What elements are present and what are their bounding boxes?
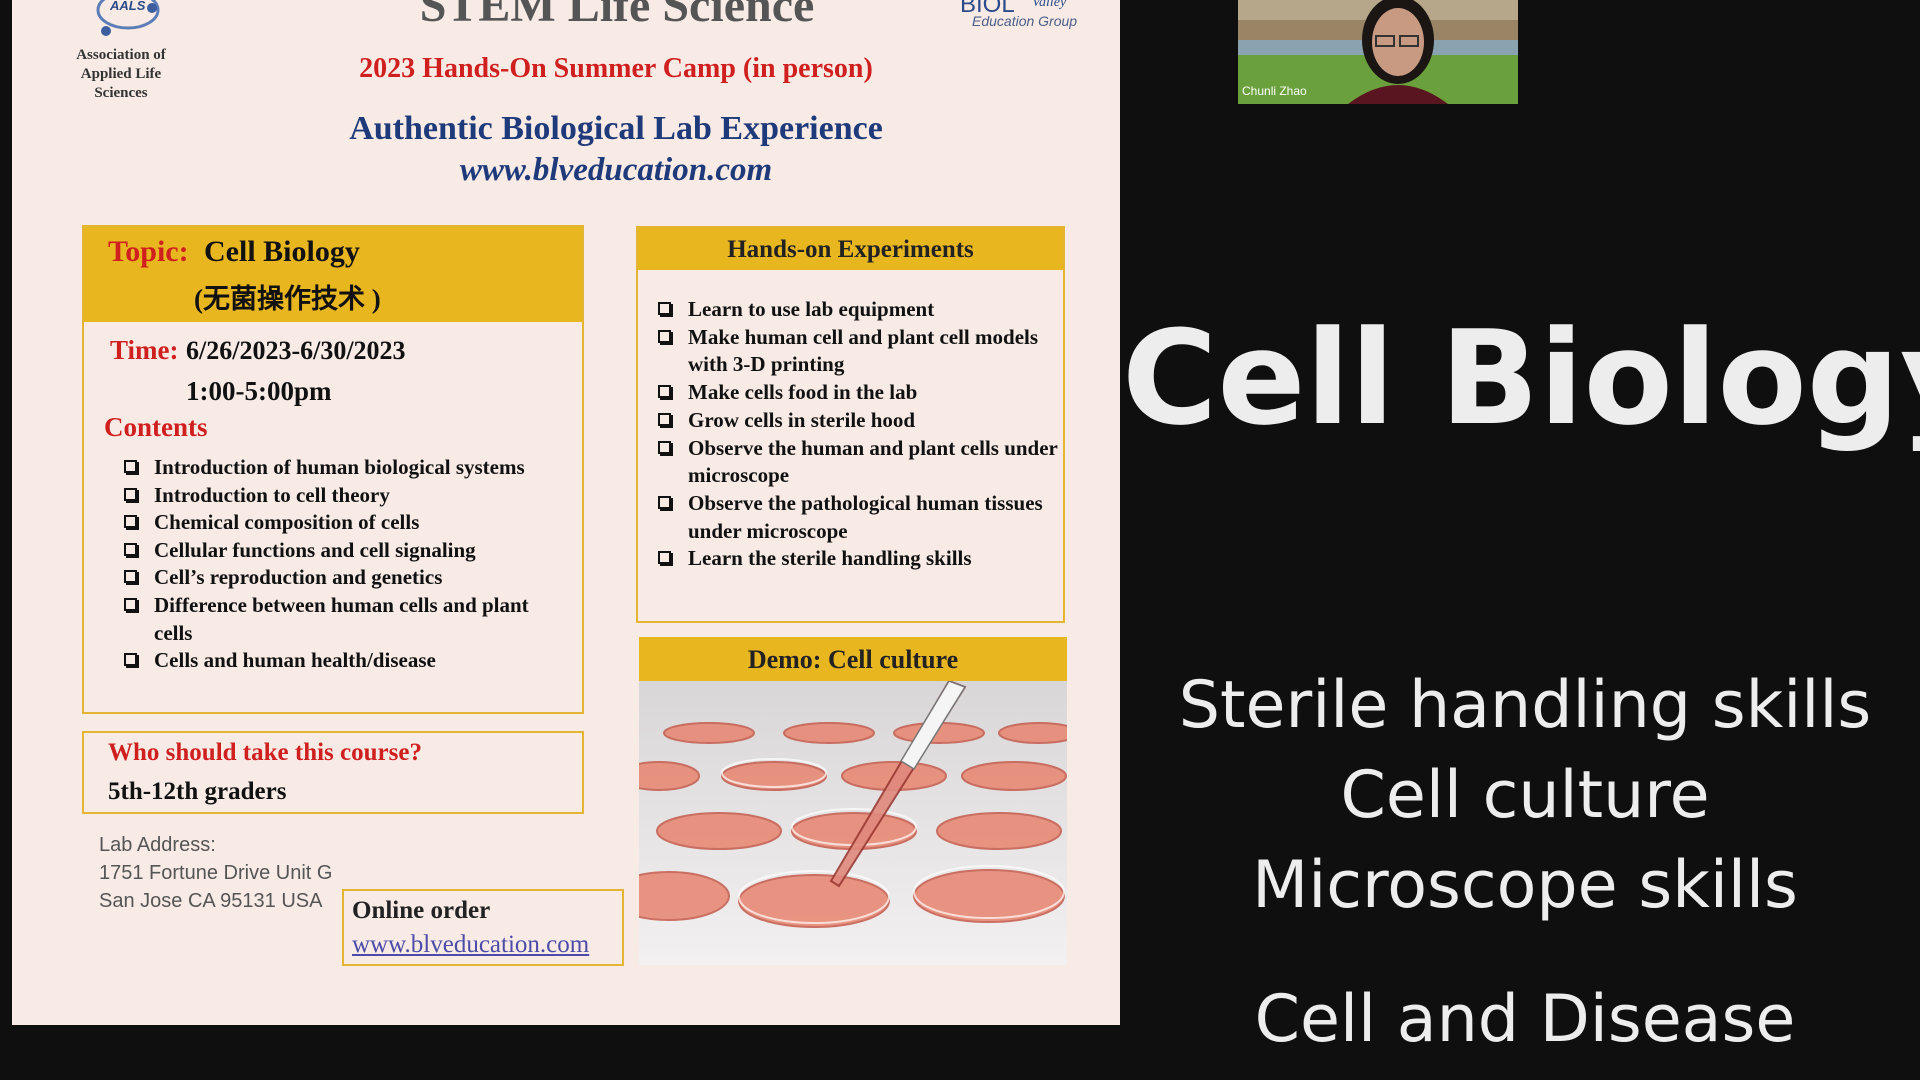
time-hours: 1:00-5:00pm: [186, 376, 332, 406]
list-item: Make cells food in the lab: [658, 379, 1058, 407]
order-label: Online order: [352, 897, 491, 924]
checkbox-bullet-icon: [124, 515, 137, 529]
list-item: Chemical composition of cells: [124, 509, 564, 537]
org-name: Association of Applied Life Sciences: [76, 47, 166, 101]
video-frame: [1238, 0, 1518, 104]
checkbox-bullet-icon: [658, 412, 671, 426]
order-link[interactable]: www.blveducation.com: [352, 931, 590, 958]
checkbox-bullet-icon: [658, 329, 671, 343]
checkbox-bullet-icon: [124, 542, 137, 556]
camp-heading: 2023 Hands-On Summer Camp (in person): [359, 53, 873, 84]
bvl-logo-text: BIOL: [960, 0, 1015, 18]
list-item: Introduction to cell theory: [124, 482, 564, 510]
bvl-logo-text2: Valley: [1032, 0, 1067, 10]
checkbox-bullet-icon: [658, 440, 671, 454]
experiments-list: Learn to use lab equipment Make human ce…: [658, 296, 1058, 573]
demo-title: Demo: Cell culture: [639, 637, 1067, 681]
tagline: Authentic Biological Lab Experience: [349, 110, 883, 147]
topic-box: Topic: Cell Biology (无菌操作技术 ) Time: 6/26…: [82, 225, 584, 714]
cell-culture-photo: [639, 681, 1067, 965]
address-line2: San Jose CA 95131 USA: [99, 890, 323, 912]
list-item: Cell’s reproduction and genetics: [124, 564, 564, 592]
website-heading: www.blveducation.com: [459, 152, 773, 188]
checkbox-bullet-icon: [124, 570, 137, 584]
online-order-box: Online order www.blveducation.com: [342, 889, 624, 966]
checkbox-bullet-icon: [658, 385, 671, 399]
slide-title: Cell Biology: [1122, 302, 1920, 454]
checkbox-bullet-icon: [658, 302, 671, 315]
list-item: Cells and human health/disease: [124, 647, 564, 675]
topic-header: Topic: Cell Biology (无菌操作技术 ): [84, 227, 582, 322]
checkbox-bullet-icon: [124, 653, 137, 667]
camp-flyer: AALS Association of Applied Life Science…: [12, 0, 1120, 1025]
participant-name: Chunli Zhao: [1242, 84, 1307, 98]
topic-value: Cell Biology: [204, 235, 360, 268]
contents-label: Contents: [104, 412, 208, 442]
list-item: Learn the sterile handling skills: [658, 545, 1058, 573]
checkbox-bullet-icon: [658, 551, 671, 565]
audience-question: Who should take this course?: [108, 739, 422, 766]
bvl-subtitle: Education Group: [972, 13, 1078, 29]
participant-video[interactable]: Chunli Zhao: [1238, 0, 1518, 104]
list-item: Cellular functions and cell signaling: [124, 537, 564, 565]
demo-panel: Demo: Cell culture: [639, 637, 1067, 965]
bvl-logo-icon: BIOL Valley: [960, 0, 1067, 18]
aals-logo-icon: AALS: [96, 0, 160, 36]
lab-address: Lab Address: 1751 Fortune Drive Unit G S…: [99, 831, 332, 915]
experiments-title: Hands-on Experiments: [638, 228, 1063, 270]
slide-line: Cell and Disease: [1254, 982, 1796, 1057]
list-item: Make human cell and plant cell models wi…: [658, 324, 1058, 379]
list-item: Learn to use lab equipment: [658, 296, 1058, 324]
topic-label: Topic:: [108, 235, 189, 268]
audience-box: Who should take this course? 5th-12th gr…: [82, 731, 584, 814]
checkbox-bullet-icon: [124, 460, 137, 473]
experiments-box: Hands-on Experiments Learn to use lab eq…: [636, 226, 1065, 623]
list-item: Observe the pathological human tissues u…: [658, 490, 1058, 545]
list-item: Difference between human cells and plant…: [124, 592, 564, 647]
audience-answer: 5th-12th graders: [108, 778, 287, 805]
checkbox-bullet-icon: [658, 495, 671, 509]
contents-list: Introduction of human biological systems…: [124, 454, 564, 675]
list-item: Introduction of human biological systems: [124, 454, 564, 482]
address-label: Lab Address:: [99, 834, 216, 856]
list-item: Grow cells in sterile hood: [658, 407, 1058, 435]
address-line1: 1751 Fortune Drive Unit G: [99, 862, 333, 884]
flyer-title: STEM Life Science: [419, 0, 815, 32]
checkbox-bullet-icon: [124, 597, 137, 611]
checkbox-bullet-icon: [124, 487, 137, 501]
aals-logo-text: AALS: [109, 0, 146, 13]
slide-line: Cell culture: [1340, 758, 1710, 833]
topic-chinese: (无菌操作技术 ): [194, 284, 381, 314]
list-item: Observe the human and plant cells under …: [658, 435, 1058, 490]
slide-line: Microscope skills: [1252, 848, 1798, 923]
slide-line: Sterile handling skills: [1178, 668, 1872, 743]
time-dates: 6/26/2023-6/30/2023: [186, 336, 406, 365]
time-label: Time:: [110, 335, 179, 365]
